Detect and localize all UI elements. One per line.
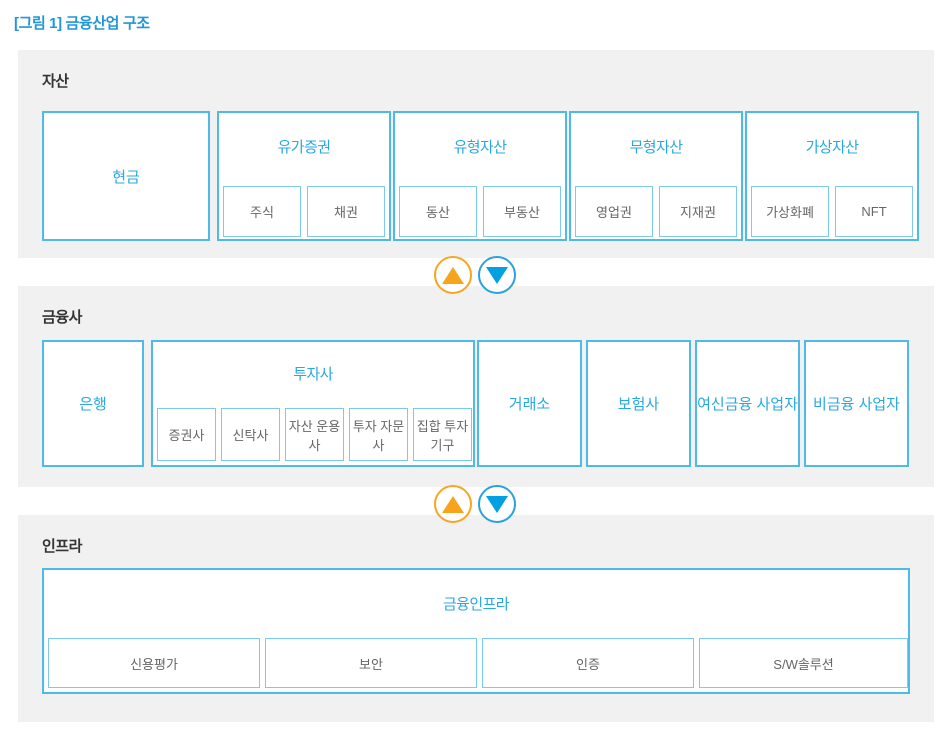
asset-label-virtual: 가상자산 [805,139,859,156]
asset-group-intangible[interactable]: 무형자산 영업권 지재권 [569,111,743,241]
firm-sub-brokerage[interactable]: 증권사 [157,408,216,461]
section-title-firms: 금융사 [42,309,82,326]
asset-sub-cryptocurrency[interactable]: 가상화폐 [751,186,829,237]
section-panel-firms: 금융사 은행 투자사 증권사 신탁사 자산 운용사 투자 자문사 집합 투자기구 [18,286,934,487]
triangle-down-icon[interactable] [478,256,516,294]
asset-sub-goodwill[interactable]: 영업권 [575,186,653,237]
firm-label-exchange: 거래소 [508,396,551,413]
connector-assets-to-firms [434,256,516,294]
asset-label-intangible: 무형자산 [629,139,683,156]
triangle-up-icon[interactable] [434,256,472,294]
infra-group-financial-infrastructure[interactable]: 금융인프라 신용평가 보안 인증 S/W솔루션 [42,568,910,694]
asset-sub-bonds[interactable]: 채권 [307,186,385,237]
section-panel-assets: 자산 현금 유가증권 주식 채권 유형자산 동산 부동산 [18,50,934,258]
triangle-down-icon[interactable] [478,485,516,523]
firm-box-nonfinancial[interactable]: 비금융 사업자 [804,340,909,467]
asset-sub-realestate[interactable]: 부동산 [483,186,561,237]
asset-label-securities: 유가증권 [277,139,331,156]
asset-group-securities[interactable]: 유가증권 주식 채권 [217,111,391,241]
firm-sub-investmentadvisory[interactable]: 투자 자문사 [349,408,408,461]
firm-label-nonfinancial: 비금융 사업자 [813,396,900,413]
firm-sub-collectiveinvestment[interactable]: 집합 투자기구 [413,408,472,461]
asset-sub-stocks[interactable]: 주식 [223,186,301,237]
firm-sub-assetmanagement[interactable]: 자산 운용사 [285,408,344,461]
asset-group-tangible[interactable]: 유형자산 동산 부동산 [393,111,567,241]
infra-sub-security[interactable]: 보안 [265,638,477,688]
asset-box-cash[interactable]: 현금 [42,111,210,241]
asset-sub-movable[interactable]: 동산 [399,186,477,237]
section-title-assets: 자산 [42,73,69,90]
asset-group-virtual[interactable]: 가상자산 가상화폐 NFT [745,111,919,241]
asset-sub-nft[interactable]: NFT [835,186,913,237]
firm-label-creditfinance: 여신금융 사업자 [697,396,798,413]
figure-title: [그림 1] 금융산업 구조 [14,15,150,32]
firm-label-investment: 투자사 [293,366,333,383]
asset-sub-ip[interactable]: 지재권 [659,186,737,237]
asset-label-cash: 현금 [112,168,140,186]
section-title-infra: 인프라 [42,538,82,555]
firm-box-exchange[interactable]: 거래소 [477,340,582,467]
connector-firms-to-infra [434,485,516,523]
firm-group-investment[interactable]: 투자사 증권사 신탁사 자산 운용사 투자 자문사 집합 투자기구 [151,340,475,467]
section-panel-infra: 인프라 금융인프라 신용평가 보안 인증 S/W솔루션 [18,515,934,722]
infra-sub-creditrating[interactable]: 신용평가 [48,638,260,688]
triangle-up-icon[interactable] [434,485,472,523]
firm-box-insurance[interactable]: 보험사 [586,340,691,467]
firm-box-creditfinance[interactable]: 여신금융 사업자 [695,340,800,467]
infra-sub-sw-solution[interactable]: S/W솔루션 [699,638,908,688]
firm-sub-trust[interactable]: 신탁사 [221,408,280,461]
infra-label-financial-infrastructure: 금융인프라 [442,596,510,613]
infra-sub-authentication[interactable]: 인증 [482,638,694,688]
firm-label-bank: 은행 [79,396,107,413]
asset-label-tangible: 유형자산 [453,139,507,156]
firm-label-insurance: 보험사 [617,396,660,413]
firm-box-bank[interactable]: 은행 [42,340,144,467]
